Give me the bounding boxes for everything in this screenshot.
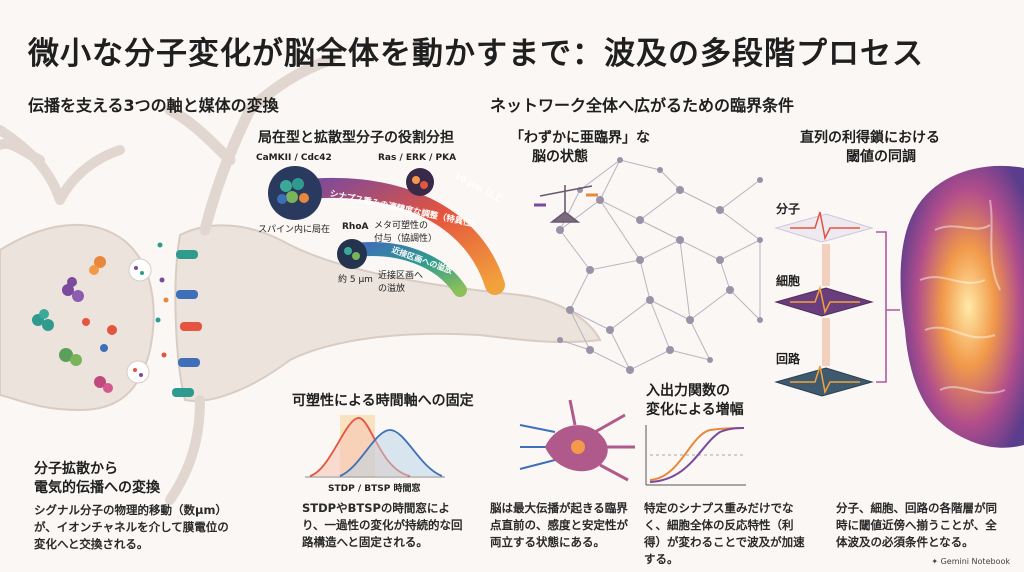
footer-brand: ✦ Gemini Notebook — [931, 557, 1010, 566]
plasticity-heading: 可塑性による時間軸への固定 — [292, 393, 474, 409]
gain-neuron-icon — [519, 399, 635, 482]
critical-heading-1: 「わずかに亜臨界」な — [510, 130, 650, 146]
rhoa-range: 約 5 μm — [338, 275, 373, 285]
diffusion-arcs — [268, 166, 505, 297]
network-section-heading: ネットワーク全体へ広がるための臨界条件 — [490, 96, 795, 115]
chain-heading-1: 直列の利得鎖における — [800, 130, 940, 146]
molecule-panel-heading: 局在型と拡散型分子の役割分担 — [258, 130, 454, 146]
camkii-label: CaMKII / Cdc42 — [256, 153, 332, 163]
presynaptic-terminal — [0, 125, 155, 412]
chain-desc: 分子、細胞、回路の各階層が同時に閾値近傍へ揃うことが、全体波及の必須条件となる。 — [836, 501, 997, 549]
gain-heading-2: 変化による増幅 — [646, 402, 744, 418]
synapse-desc: シグナル分子の物理的移動（数μm）が、イオンチャネルを介して膜電位の変化へと交換… — [34, 503, 229, 551]
layer-circuit-label: 回路 — [776, 352, 801, 366]
molecules-cluster — [32, 242, 202, 397]
rhoa-note: 近接区画への溢放 — [378, 271, 424, 294]
layer-cell-label: 細胞 — [776, 274, 801, 288]
gain-heading-1: 入出力関数の — [646, 383, 730, 399]
network-nodes — [556, 157, 763, 374]
balance-scale-icon — [534, 185, 598, 223]
postsynaptic-neuron — [164, 54, 602, 505]
stdp-window-label: STDP / BTSP 時間窓 — [328, 484, 421, 494]
chain-heading-2: 閾値の同調 — [846, 149, 916, 165]
page-title: 微小な分子変化が脳全体を動かすまで：波及の多段階プロセス — [28, 36, 924, 72]
critical-desc: 脳は最大伝播が起きる臨界点直前の、感度と安定性が両立する状態にある。 — [490, 501, 628, 549]
footer-text: Gemini Notebook — [940, 557, 1010, 566]
network-graph — [559, 159, 761, 371]
meta-note: メタ可塑性の付与（協調性） — [374, 221, 438, 244]
brain-illustration — [900, 165, 1024, 448]
gain-chain-layers — [774, 211, 900, 397]
plasticity-desc: STDPやBTSPの時間窓により、一過性の変化が持続的な回路構造へと固定される。 — [302, 501, 463, 549]
stdp-window-chart — [305, 415, 445, 478]
synapse-heading-2: 電気的伝播への変換 — [34, 480, 160, 496]
ras-label: Ras / ERK / PKA — [378, 153, 457, 163]
critical-heading-2: 脳の状態 — [532, 149, 588, 165]
layer-molecule-label: 分子 — [776, 202, 801, 216]
camkii-note: スパイン内に局在 — [258, 225, 331, 235]
synapse-heading-1: 分子拡散から — [34, 461, 118, 477]
rhoa-label: RhoA — [342, 222, 369, 232]
left-section-heading: 伝播を支える3つの軸と媒体の変換 — [28, 96, 279, 115]
gain-desc: 特定のシナプス重みだけでなく、細胞全体の反応特性（利得）が変わることで波及が加速… — [644, 501, 805, 566]
sigmoid-chart — [645, 425, 746, 486]
sparkle-icon: ✦ — [931, 557, 939, 566]
